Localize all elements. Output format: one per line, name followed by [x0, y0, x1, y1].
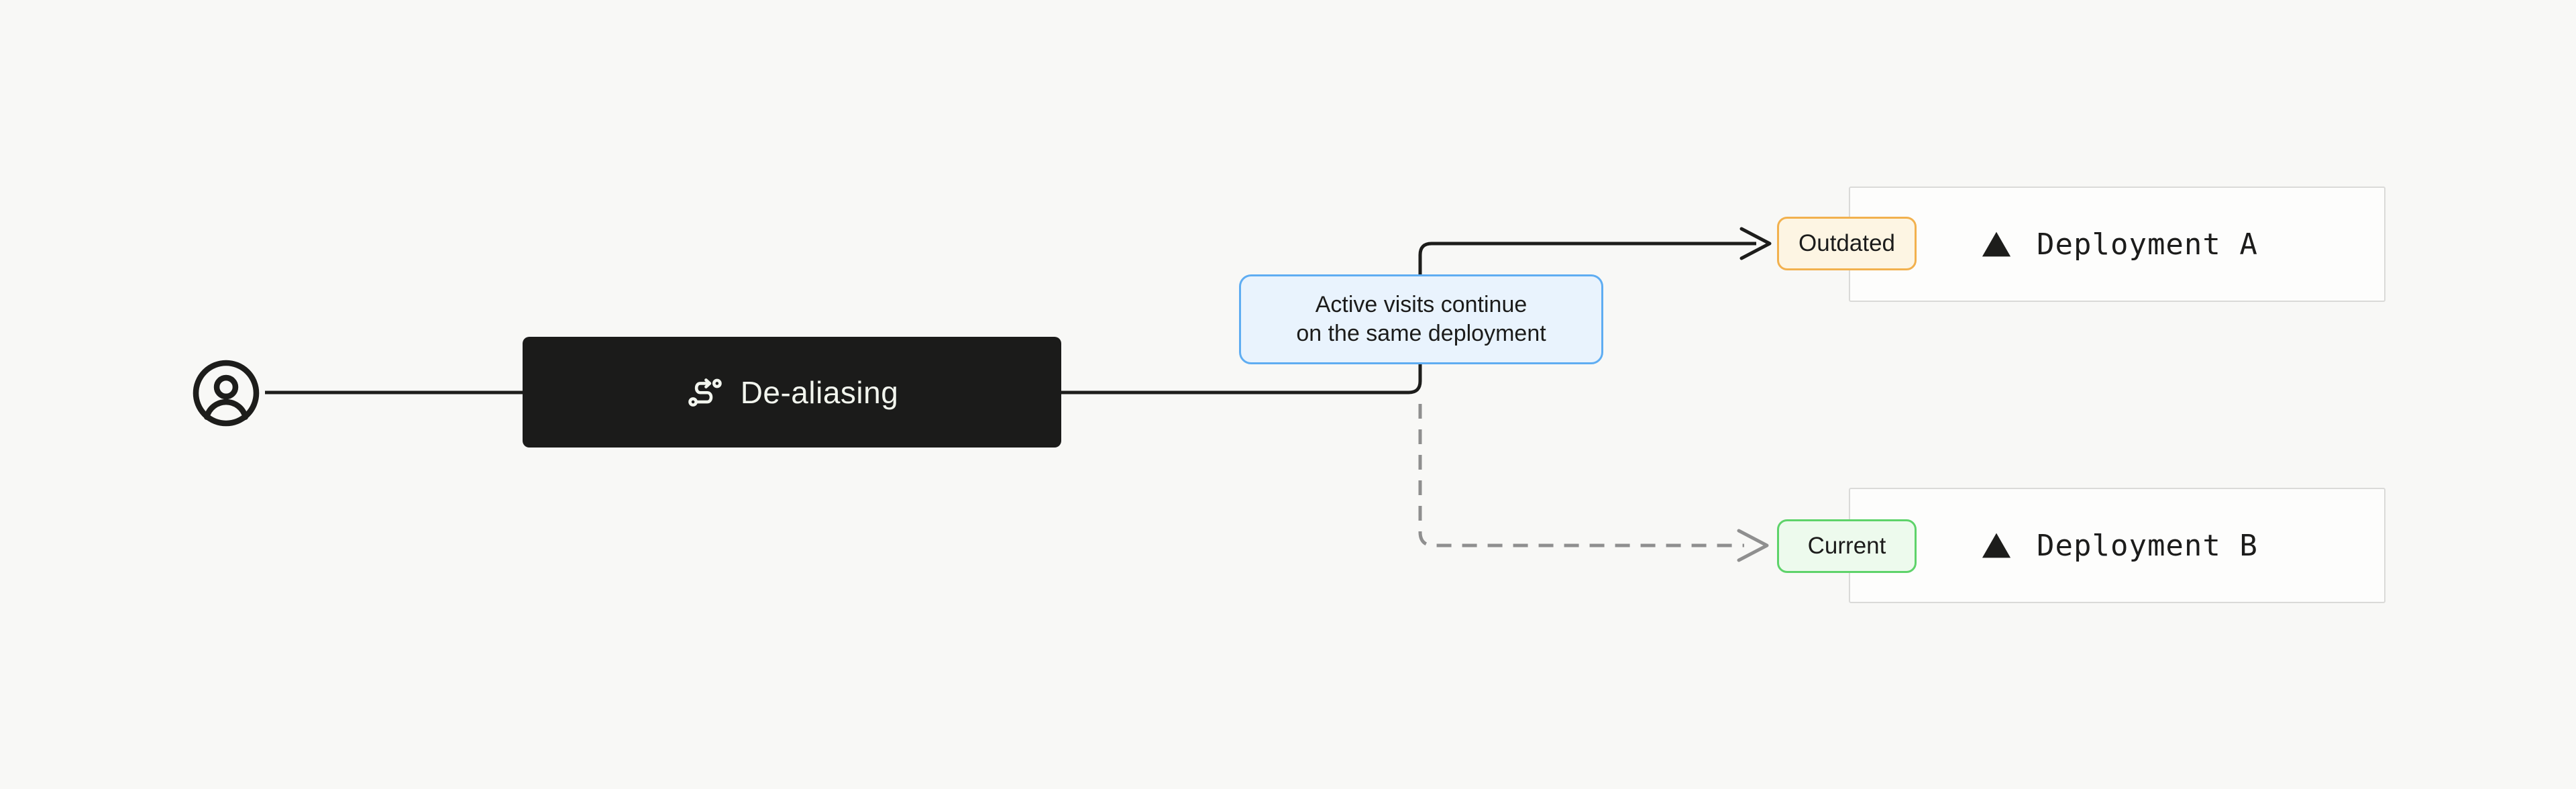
deployment-b-card: Deployment B	[1849, 488, 2385, 603]
vercel-triangle-icon	[1982, 533, 2011, 558]
dealiasing-to-deployment-b-line	[1418, 404, 1744, 547]
deployment-a-name: Deployment A	[2037, 227, 2258, 262]
vercel-triangle-icon	[1982, 231, 2011, 257]
tooltip-text-line2: on the same deployment	[1296, 321, 1546, 346]
user-node	[190, 357, 262, 429]
dealiasing-node: De-aliasing	[523, 337, 1061, 448]
current-badge: Current	[1777, 519, 1917, 573]
circle-user-icon	[193, 360, 260, 427]
tooltip-text-line1: Active visits continue	[1315, 292, 1527, 317]
dashed-arrowhead-icon	[1737, 529, 1769, 562]
active-visits-tooltip: Active visits continue on the same deplo…	[1239, 274, 1603, 364]
solid-arrowhead-icon	[1739, 227, 1772, 260]
outdated-badge: Outdated	[1777, 217, 1917, 270]
route-icon	[688, 378, 722, 407]
deployment-a-card: Deployment A	[1849, 187, 2385, 302]
dealiasing-label: De-aliasing	[740, 374, 899, 410]
deployment-b-name: Deployment B	[2037, 528, 2258, 563]
